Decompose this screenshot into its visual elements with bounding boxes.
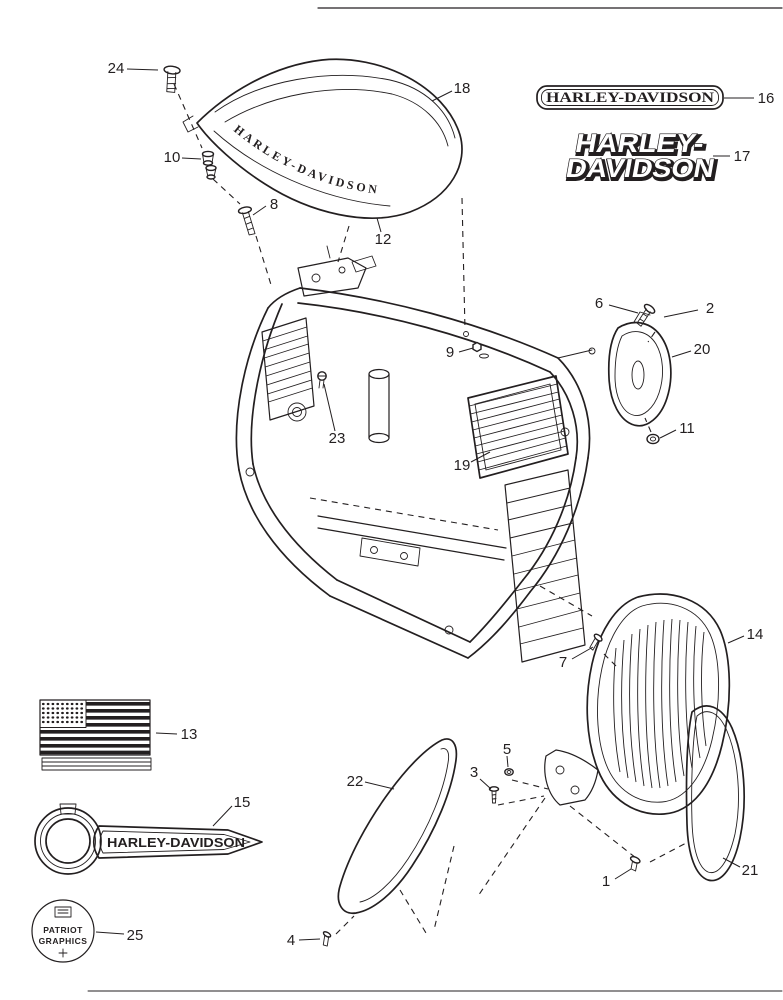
cover-vent-lines — [613, 618, 707, 789]
callout-number-16: 16 — [758, 90, 775, 107]
callout-number-25: 25 — [127, 927, 144, 944]
chin-fairing-panel-22 — [337, 738, 458, 914]
motorcycle-frame — [235, 245, 596, 663]
callout-number-9: 9 — [446, 344, 454, 361]
fuel-tank-console: HARLEY-DAVIDSON — [182, 58, 463, 219]
callout-number-7: 7 — [559, 654, 567, 671]
logo-line1: HARLEY- — [573, 128, 706, 158]
washer-11 — [646, 433, 660, 445]
side-trim-strip-21 — [685, 705, 746, 882]
callout-number-2: 2 — [706, 300, 714, 317]
cover-mount-bracket — [544, 749, 599, 806]
leader-lines — [95, 68, 754, 941]
callout-number-17: 17 — [734, 148, 751, 165]
side-cover-lower-14 — [544, 593, 731, 815]
callout-number-1: 1 — [602, 873, 610, 890]
callout-number-23: 23 — [329, 430, 346, 447]
vent-panel-19 — [467, 375, 569, 479]
side-cover-upper-20 — [607, 311, 672, 427]
screw-6 — [636, 303, 656, 327]
screw-1 — [629, 855, 641, 872]
bolt-9 — [472, 341, 489, 359]
page-border — [87, 7, 783, 992]
callout-number-5: 5 — [503, 741, 511, 758]
screw-3 — [488, 786, 500, 804]
logo-line2: DAVIDSON — [564, 153, 717, 183]
patriot-graphics-logo-25: PATRIOT GRAPHICS — [31, 899, 95, 963]
callout-number-15: 15 — [234, 794, 251, 811]
callout-labels: 24 10 8 18 12 16 17 6 2 20 11 9 23 19 14… — [108, 60, 775, 949]
logo-shadow-line1: HARLEY- — [575, 130, 708, 160]
bolt-23 — [317, 371, 327, 389]
tank-brand-text: HARLEY-DAVIDSON — [231, 122, 381, 197]
patriot-line2: GRAPHICS — [39, 936, 88, 946]
screw-4 — [322, 931, 332, 947]
callout-number-13: 13 — [181, 726, 198, 743]
callout-number-4: 4 — [287, 932, 295, 949]
callout-number-3: 3 — [470, 764, 478, 781]
callout-number-14: 14 — [747, 626, 764, 643]
callout-number-22: 22 — [347, 773, 364, 790]
callout-number-19: 19 — [454, 457, 471, 474]
callout-number-12: 12 — [375, 231, 392, 248]
spacers-10 — [201, 150, 217, 180]
front-grille-panel — [261, 317, 315, 421]
key-decal-text: HARLEY-DAVIDSON — [107, 835, 245, 850]
ribbed-rear-strut — [504, 469, 586, 663]
washer-5 — [504, 768, 514, 776]
callout-number-24: 24 — [108, 60, 125, 77]
logo-shadow-line2: DAVIDSON — [565, 155, 718, 185]
callout-number-18: 18 — [454, 80, 471, 97]
callout-number-20: 20 — [694, 341, 711, 358]
us-flag-decal-13 — [39, 699, 152, 771]
harley-davidson-logo-decal: HARLEY- DAVIDSON HARLEY- DAVIDSON — [563, 128, 721, 187]
callout-number-8: 8 — [270, 196, 278, 213]
callout-number-21: 21 — [742, 862, 759, 879]
screw-8 — [237, 206, 256, 236]
key-ring-decal-15: HARLEY-DAVIDSON — [34, 803, 263, 875]
harley-davidson-badge-decal: HARLEY-DAVIDSON — [536, 85, 724, 110]
assembly-lines — [173, 83, 689, 935]
callout-number-10: 10 — [164, 149, 181, 166]
patriot-line1: PATRIOT — [43, 925, 83, 935]
badge-text: HARLEY-DAVIDSON — [546, 90, 715, 106]
screw-24 — [163, 65, 181, 93]
callout-number-6: 6 — [595, 295, 603, 312]
screw-7 — [589, 633, 603, 651]
callout-number-11: 11 — [679, 420, 695, 437]
